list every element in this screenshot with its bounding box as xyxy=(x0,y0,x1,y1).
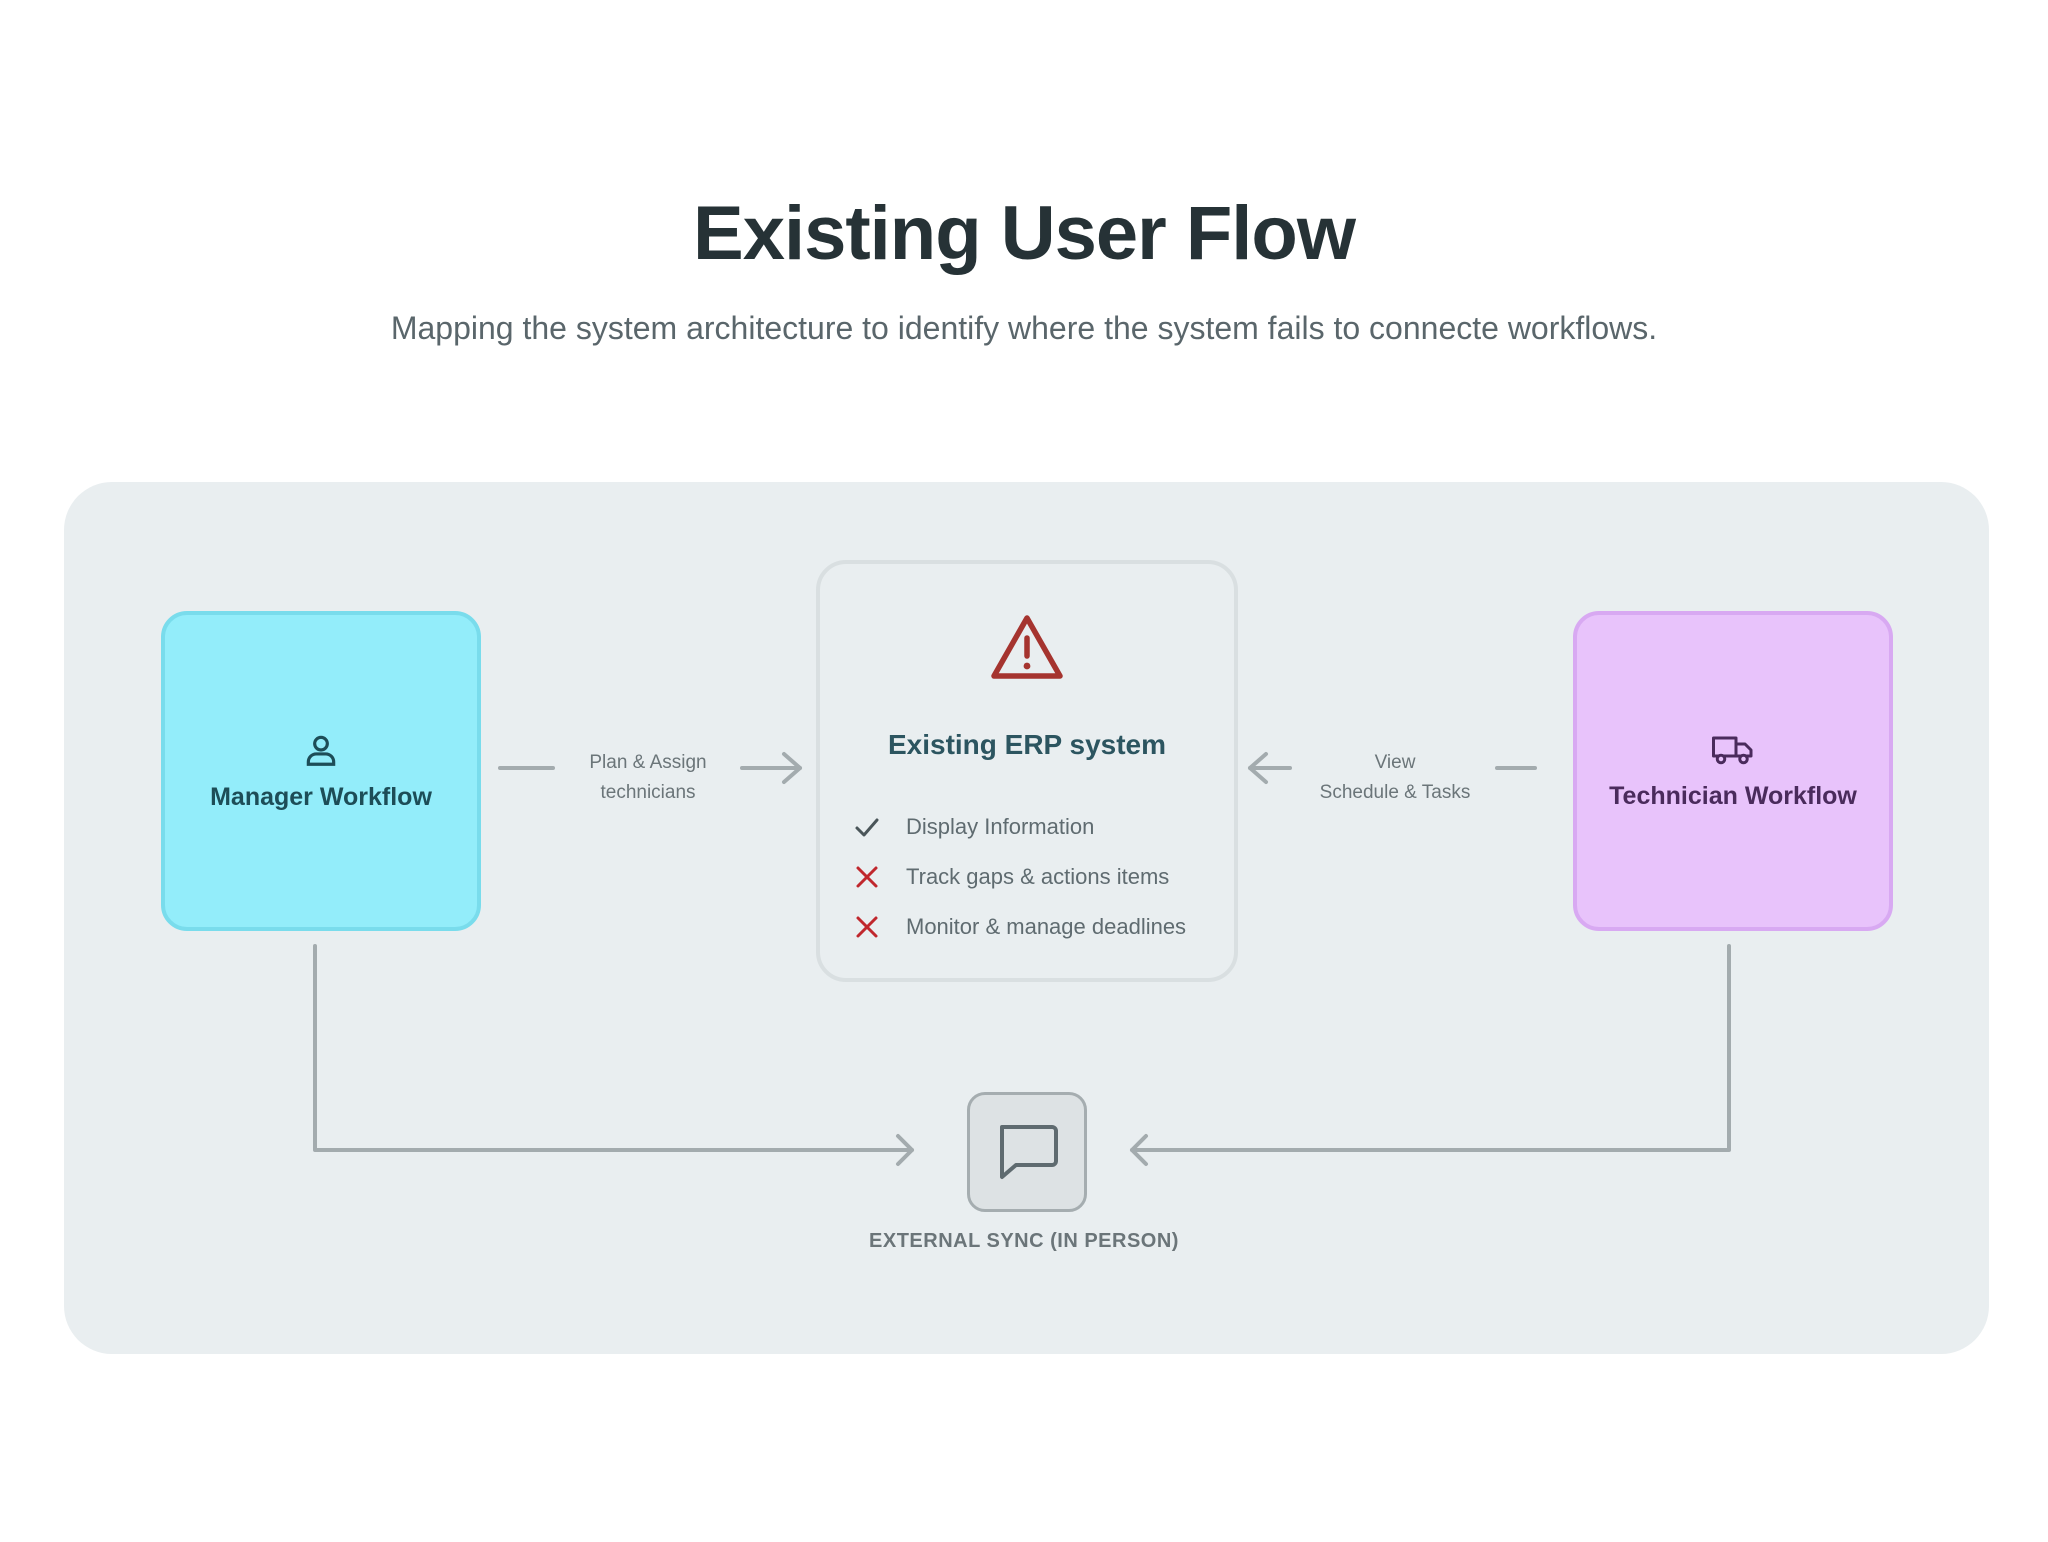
manager-to-erp-label-line1: Plan & Assign xyxy=(589,752,707,773)
erp-capability-list: Display Information Track gaps & actions… xyxy=(852,802,1186,952)
list-item-label: Track gaps & actions items xyxy=(906,864,1170,889)
list-item: Display Information xyxy=(852,802,1186,852)
list-item: Monitor & manage deadlines xyxy=(852,902,1186,952)
technician-workflow-node[interactable]: Technician Workflow xyxy=(1573,611,1893,931)
list-item: Track gaps & actions items xyxy=(852,852,1186,902)
manager-to-erp-label-line2: technicians xyxy=(600,782,696,803)
cross-icon xyxy=(856,866,878,888)
checkmark-icon xyxy=(855,818,879,837)
technician-to-erp-label-line2: Schedule & Tasks xyxy=(1319,782,1471,803)
erp-system-title: Existing ERP system xyxy=(887,729,1167,760)
external-sync-label: EXTERNAL SYNC (IN PERSON) xyxy=(869,1230,1179,1252)
technician-to-erp-label-line1: View xyxy=(1374,752,1416,773)
warning-icon xyxy=(991,615,1063,679)
page-subtitle: Mapping the system architecture to ident… xyxy=(390,310,1658,346)
manager-workflow-node[interactable]: Manager Workflow xyxy=(161,611,481,931)
technician-to-erp-label: View Schedule & Tasks xyxy=(1295,748,1495,808)
external-sync-node[interactable] xyxy=(967,1092,1087,1212)
list-item-label: Monitor & manage deadlines xyxy=(906,914,1187,939)
truck-icon xyxy=(1712,736,1753,764)
page-title: Existing User Flow xyxy=(693,191,1356,276)
technician-workflow-label: Technician Workflow xyxy=(1609,781,1857,810)
manager-workflow-label: Manager Workflow xyxy=(210,782,432,811)
manager-to-erp-label: Plan & Assign technicians xyxy=(568,748,728,808)
cross-icon xyxy=(856,916,878,938)
chat-bubble-icon xyxy=(1000,1125,1058,1179)
person-icon xyxy=(306,735,336,766)
erp-system-node[interactable]: Existing ERP system Display Information … xyxy=(816,560,1238,982)
list-item-label: Display Information xyxy=(906,814,1095,839)
